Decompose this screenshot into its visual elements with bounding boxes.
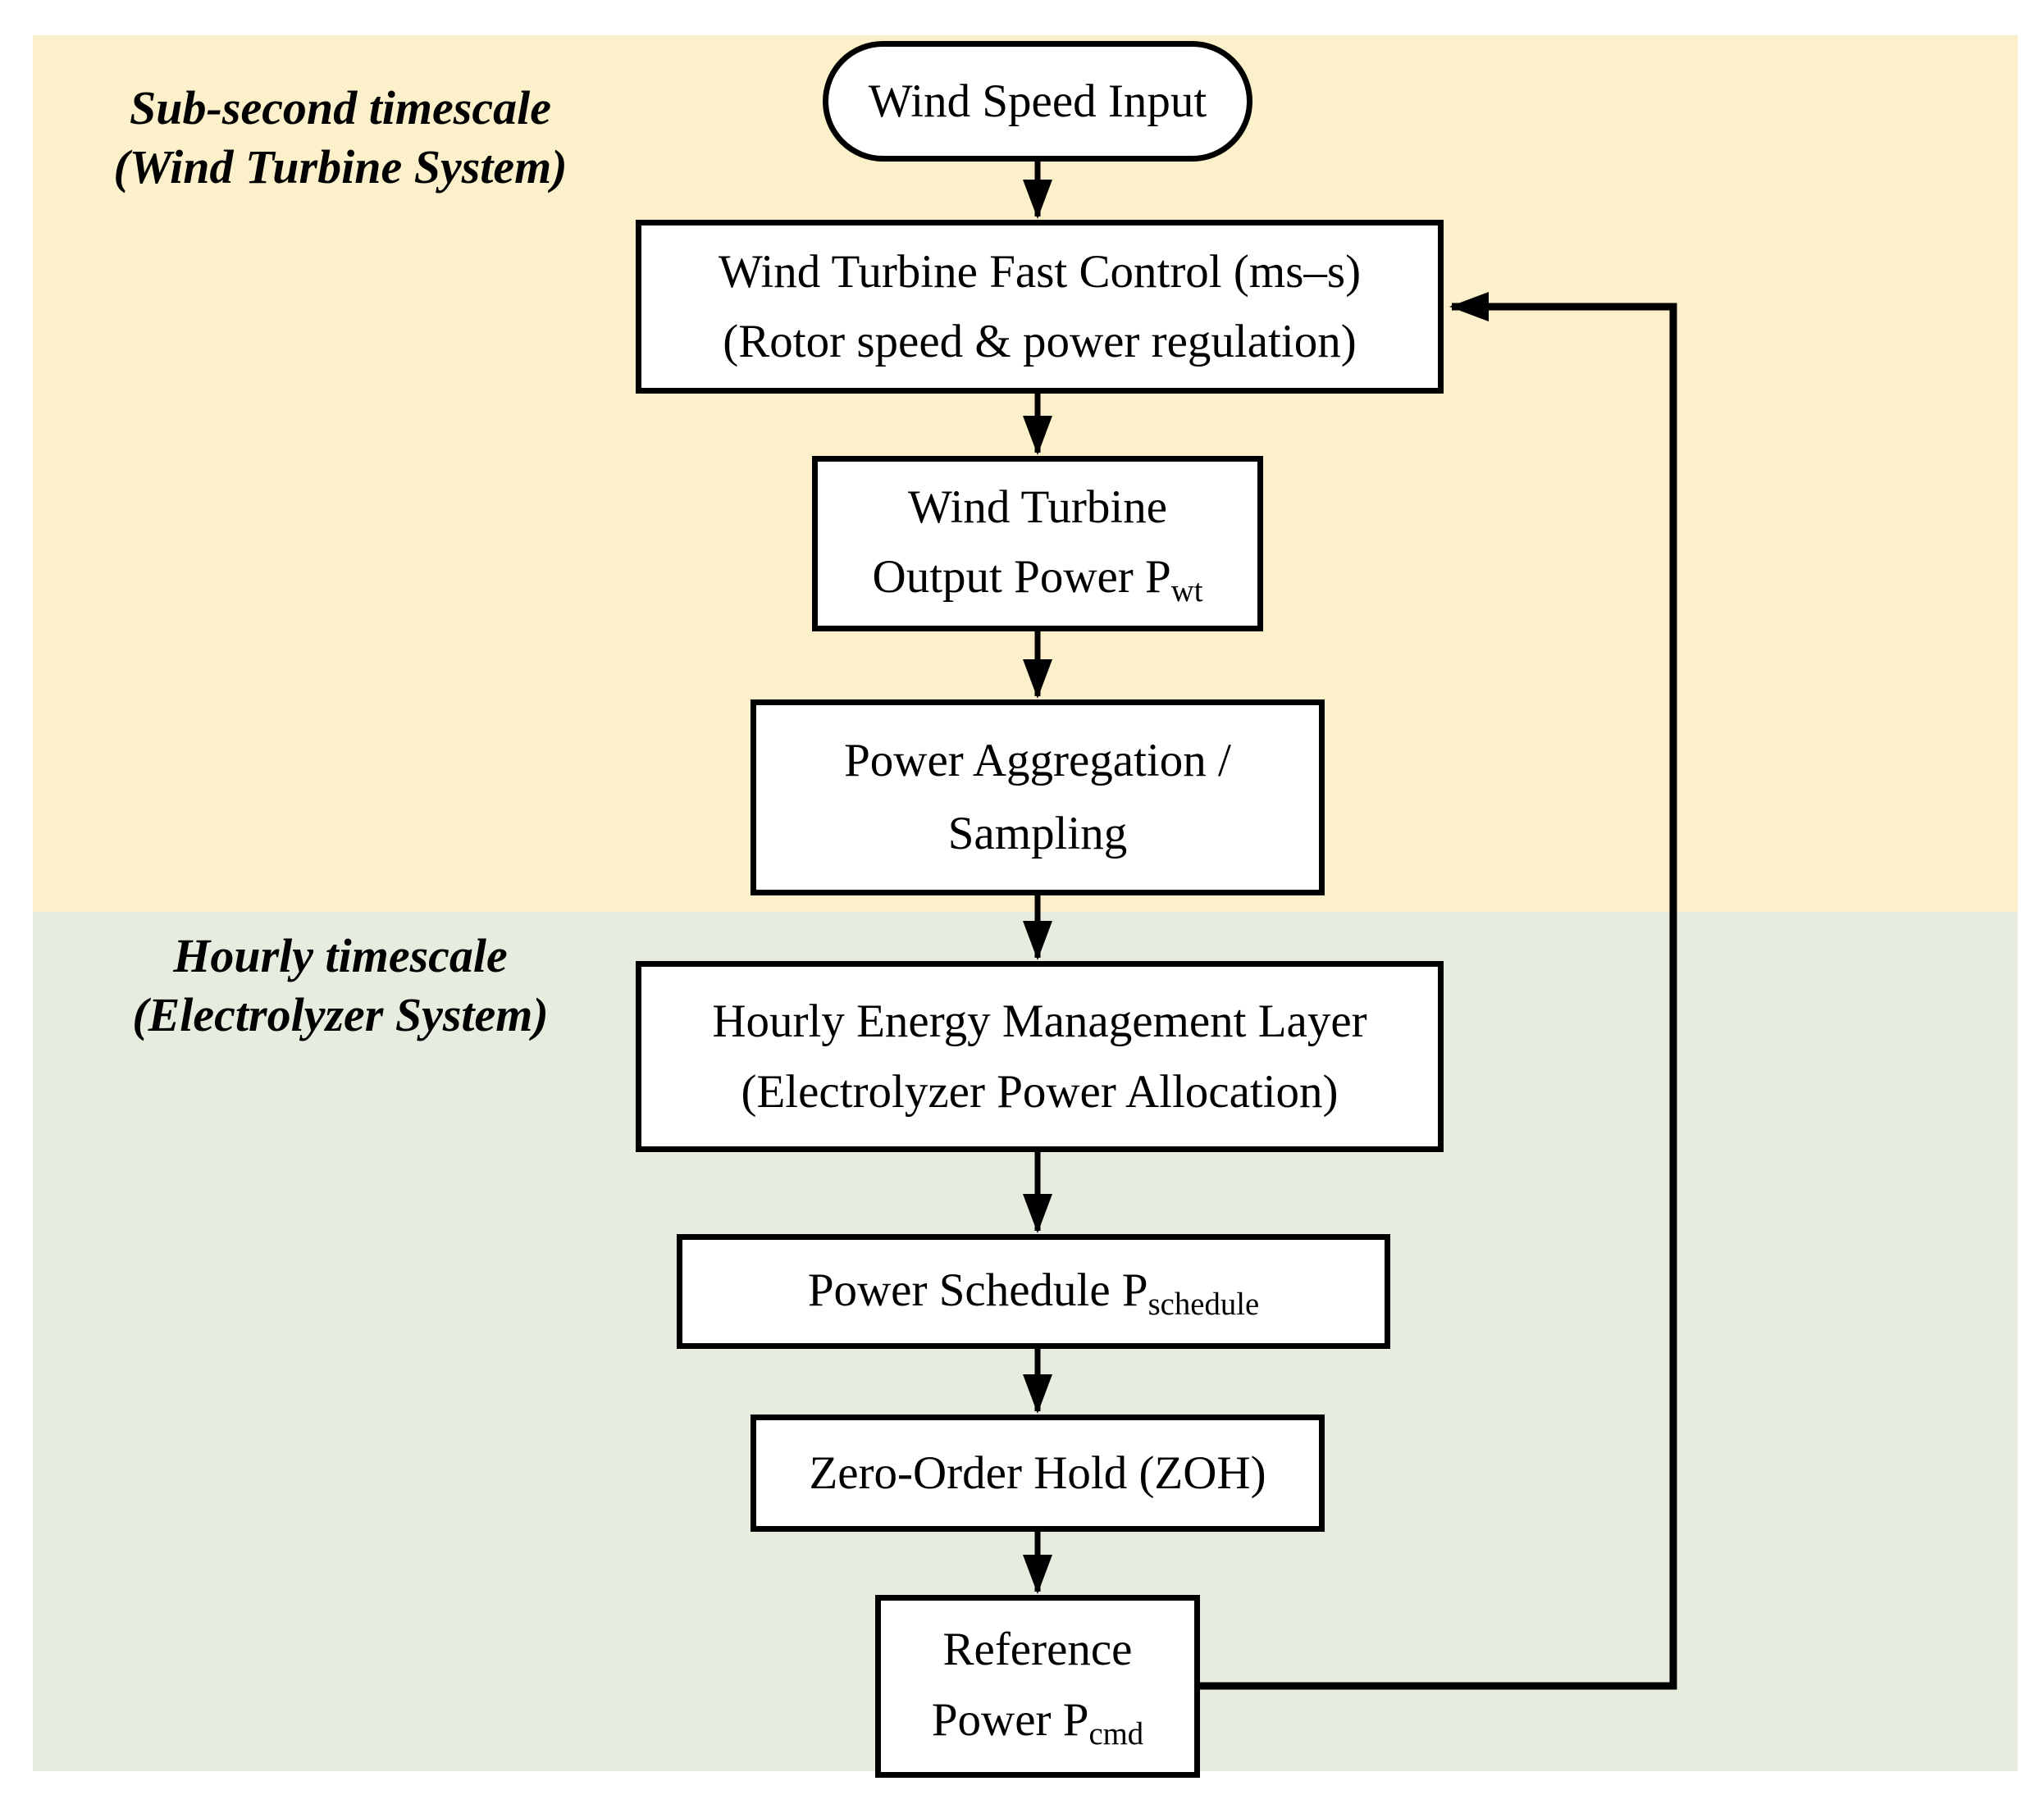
node-text-line2: (Electrolyzer Power Allocation): [741, 1065, 1339, 1118]
node-text-line2: Output Power Pwt: [873, 542, 1203, 615]
node-wind-turbine-output-power: Wind Turbine Output Power Pwt: [812, 456, 1263, 631]
node-text: Output Power P: [872, 551, 1171, 604]
node-text-line1: Power Aggregation /: [844, 735, 1231, 787]
node-text: Power Schedule P: [807, 1264, 1148, 1316]
subscript-schedule: schedule: [1147, 1286, 1260, 1322]
section-label-line1: Hourly timescale: [173, 929, 508, 982]
node-text-line1: Hourly Energy Management Layer: [712, 995, 1367, 1047]
section-label-line2: (Wind Turbine System): [113, 140, 568, 194]
node-text-line2: Sampling: [947, 807, 1128, 859]
node-text-line1: Wind Turbine: [907, 481, 1167, 533]
node-power-schedule: Power Schedule Pschedule: [677, 1234, 1390, 1349]
node-text-line2: Power Pcmd: [932, 1685, 1143, 1758]
node-text: Wind Speed Input: [868, 75, 1207, 127]
node-text-line1: Reference: [942, 1624, 1133, 1676]
node-text-line2: (Rotor speed & power regulation): [723, 316, 1357, 367]
node-zero-order-hold: Zero-Order Hold (ZOH): [751, 1414, 1325, 1532]
node-wind-speed-input: Wind Speed Input: [823, 41, 1252, 162]
node-text-line1: Zero-Order Hold (ZOH): [809, 1446, 1266, 1499]
node-text-line1: Wind Turbine Fast Control (ms–s): [718, 245, 1362, 298]
node-reference-power: Reference Power Pcmd: [875, 1595, 1200, 1778]
node-text-line1: Power Schedule Pschedule: [808, 1255, 1259, 1328]
section-label-hourly: Hourly timescale (Electrolyzer System): [62, 927, 619, 1045]
section-label-line2: (Electrolyzer System): [132, 988, 549, 1041]
subscript-cmd: cmd: [1088, 1715, 1144, 1752]
feedback-arrow-reference-to-fastcontrol: [1197, 292, 1677, 1690]
node-power-aggregation-sampling: Power Aggregation / Sampling: [751, 699, 1325, 895]
node-hourly-energy-management: Hourly Energy Management Layer (Electrol…: [636, 961, 1444, 1152]
node-wind-turbine-fast-control: Wind Turbine Fast Control (ms–s) (Rotor …: [636, 220, 1444, 394]
subscript-wt: wt: [1170, 573, 1203, 609]
section-label-subsecond: Sub-second timescale (Wind Turbine Syste…: [62, 79, 619, 197]
node-text: Power P: [931, 1693, 1089, 1746]
section-label-line1: Sub-second timescale: [130, 81, 551, 134]
